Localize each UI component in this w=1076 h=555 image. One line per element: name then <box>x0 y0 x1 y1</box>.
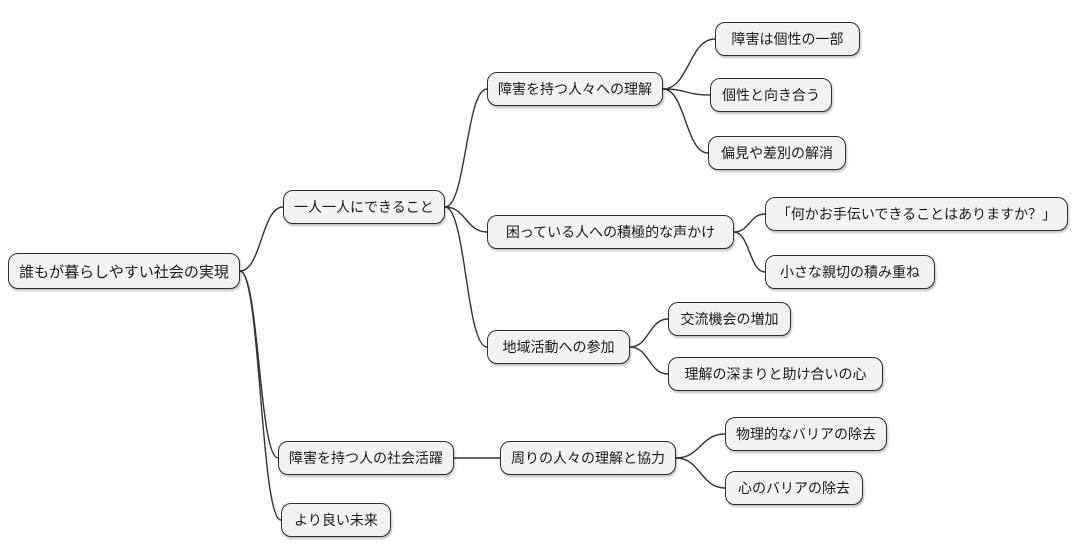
mindmap-node-shogai-rikai[interactable]: 障害を持つ人々への理解 <box>487 72 663 106</box>
mindmap-node-koryu-zoka[interactable]: 交流機会の増加 <box>668 302 791 336</box>
mindmap-node-otetsudai-quote[interactable]: 「何かお手伝いできることはありますか？」 <box>765 197 1068 231</box>
mindmap-node-hitori-hitori[interactable]: 一人一人にできること <box>283 190 445 224</box>
mindmap-node-yoriyoi-mirai[interactable]: より良い未来 <box>281 503 391 537</box>
mindmap-node-henken-kaisho[interactable]: 偏見や差別の解消 <box>708 136 846 170</box>
mindmap-node-kosei-mukiau[interactable]: 個性と向き合う <box>710 78 832 112</box>
mindmap-node-shinsetsu[interactable]: 小さな親切の積み重ね <box>765 255 935 289</box>
mindmap-node-koekake[interactable]: 困っている人への積極的な声かけ <box>487 215 734 249</box>
mindmap-node-mawari-kyoryoku[interactable]: 周りの人々の理解と協力 <box>500 441 676 475</box>
mindmap-node-rikai-fukamari[interactable]: 理解の深まりと助け合いの心 <box>668 357 883 391</box>
mindmap-node-kosei-ichibu[interactable]: 障害は個性の一部 <box>715 22 860 56</box>
mindmap-node-root[interactable]: 誰もが暮らしやすい社会の実現 <box>8 253 240 289</box>
mindmap-node-kokoro-barrier[interactable]: 心のバリアの除去 <box>725 471 863 505</box>
mindmap-node-butsuri-barrier[interactable]: 物理的なバリアの除去 <box>725 417 887 451</box>
mindmap-node-chiiki-sanka[interactable]: 地域活動への参加 <box>487 330 630 364</box>
mindmap-node-shakai-katsuyaku[interactable]: 障害を持つ人の社会活躍 <box>278 441 454 475</box>
